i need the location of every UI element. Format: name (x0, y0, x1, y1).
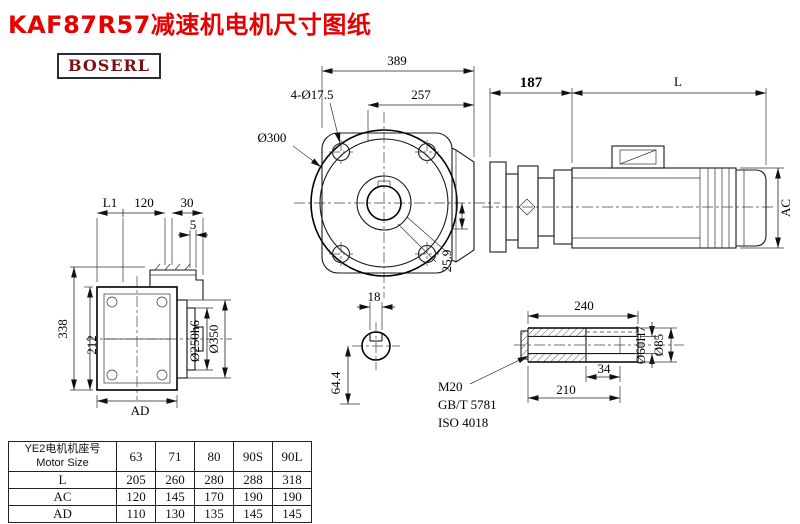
size-col-90l: 90L (272, 441, 312, 472)
motor-side-view (482, 145, 774, 253)
cell-AC-71: 145 (155, 488, 195, 506)
cell-L-90s: 288 (233, 471, 273, 489)
dim-34: 34 (598, 361, 612, 376)
row-label-L: L (8, 471, 117, 489)
table-row-AD: AD 110 130 135 145 145 (8, 505, 312, 523)
table-row-AC: AC 120 145 170 190 190 (8, 488, 312, 506)
cell-AD-80: 135 (194, 505, 234, 523)
front-view-dimensions: 389 257 4-Ø17.5 Ø300 25.9 (258, 53, 475, 273)
cell-AC-63: 120 (116, 488, 156, 506)
output-shaft-dimensions: 240 34 210 Ø60H7 Ø85 (527, 298, 677, 403)
dim-bore-60: Ø60H7 (633, 325, 648, 364)
dim-AD: AD (131, 403, 150, 418)
dim-flange-diameter: Ø300 (258, 130, 287, 145)
size-col-80: 80 (194, 441, 234, 472)
header-motor-size-cn: YE2电机机座号 (24, 443, 101, 456)
cell-L-90l: 318 (272, 471, 312, 489)
dim-L1: L1 (103, 195, 117, 210)
dim-bolt-holes: 4-Ø17.5 (291, 87, 334, 102)
size-col-71: 71 (155, 441, 195, 472)
input-shaft-dimensions: 18 64.4 (328, 289, 395, 405)
bolt-spec-m20: M20 (438, 379, 463, 394)
dim-257: 257 (411, 87, 431, 102)
motor-dimensions: 187 L AC (489, 74, 793, 249)
dim-212: 212 (84, 335, 99, 355)
dim-85: Ø85 (651, 334, 666, 356)
table-row-L: L 205 260 280 288 318 (8, 471, 312, 489)
size-col-90s: 90S (233, 441, 273, 472)
input-shaft-end-view (352, 322, 400, 370)
dim-18: 18 (368, 289, 381, 304)
cell-AD-63: 110 (116, 505, 156, 523)
page-title: KAF87R57减速机电机尺寸图纸 (8, 11, 372, 39)
dim-motor-AC: AC (778, 199, 793, 217)
cell-L-71: 260 (155, 471, 195, 489)
dim-64-4: 64.4 (328, 371, 343, 394)
cell-AC-90s: 190 (233, 488, 273, 506)
table-header-motor-size: YE2电机机座号 Motor Size (8, 441, 117, 472)
dim-30: 30 (181, 195, 194, 210)
dim-187: 187 (520, 75, 543, 91)
dim-spigot-250: Ø250h6 (187, 320, 202, 362)
dim-offset-25-9: 25.9 (439, 250, 454, 273)
dim-240: 240 (574, 298, 594, 313)
dim-flange-350: Ø350 (206, 325, 221, 354)
cell-L-63: 205 (116, 471, 156, 489)
table-header-row: YE2电机机座号 Motor Size 63 71 80 90S 90L (8, 441, 312, 472)
cell-AD-90l: 145 (272, 505, 312, 523)
dim-5: 5 (190, 217, 197, 232)
dim-338: 338 (55, 319, 70, 339)
output-shaft-detail (514, 327, 684, 363)
front-view (294, 112, 500, 298)
boserl-logo: BOSERL (57, 53, 162, 79)
dim-210: 210 (556, 382, 576, 397)
motor-size-table: YE2电机机座号 Motor Size 63 71 80 90S 90L L 2… (8, 441, 312, 523)
dim-389: 389 (387, 53, 407, 68)
cell-AD-90s: 145 (233, 505, 273, 523)
row-label-AC: AC (8, 488, 117, 506)
header-motor-size-en: Motor Size (36, 456, 89, 469)
size-col-63: 63 (116, 441, 156, 472)
cell-L-80: 280 (194, 471, 234, 489)
dim-motor-length-L: L (674, 74, 682, 89)
dim-120: 120 (134, 195, 154, 210)
bolt-spec-note: M20 GB/T 5781 ISO 4018 (438, 355, 529, 430)
cell-AD-71: 130 (155, 505, 195, 523)
bolt-spec-iso: ISO 4018 (438, 415, 488, 430)
logo-text: BOSERL (68, 56, 151, 75)
gearbox-side-dimensions: L1 120 30 5 338 212 AD Ø250h6 Ø350 (55, 195, 231, 418)
cell-AC-90l: 190 (272, 488, 312, 506)
bolt-spec-gb: GB/T 5781 (438, 397, 497, 412)
row-label-AD: AD (8, 505, 117, 523)
cell-AC-80: 170 (194, 488, 234, 506)
